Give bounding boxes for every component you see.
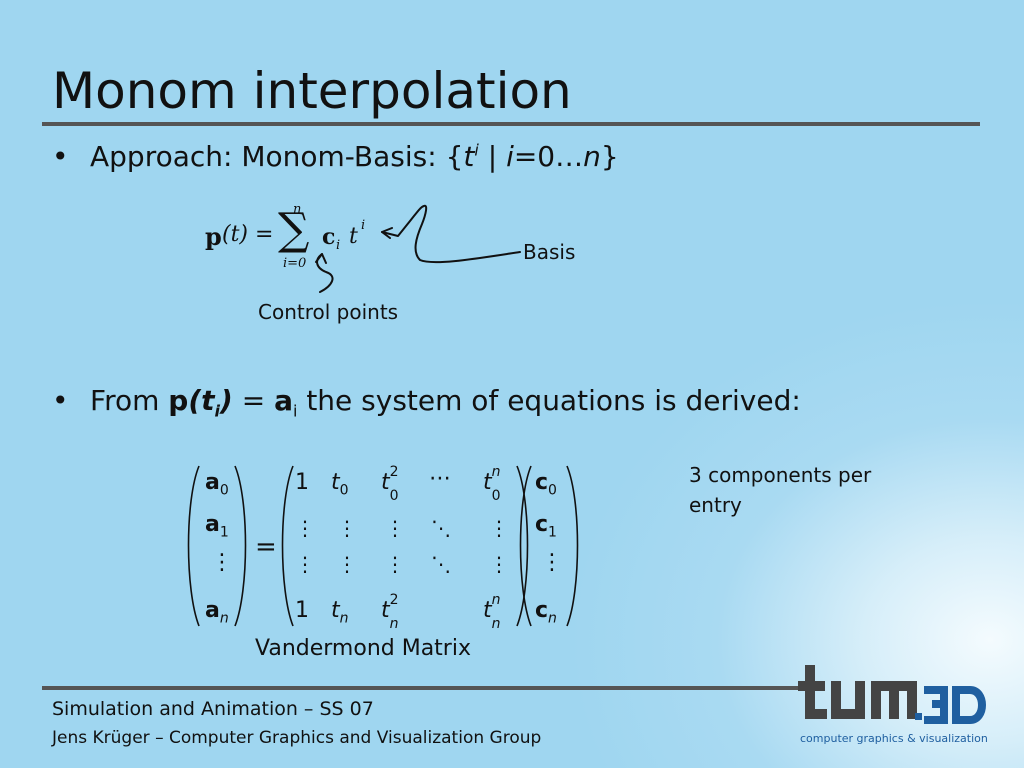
footer-course: Simulation and Animation – SS 07 [52,698,374,720]
slide-title: Monom interpolation [52,62,572,120]
control-points-arrowhead [315,253,327,264]
bullet-dot: • [52,384,69,417]
rhs-vdots: ⋮ [541,550,563,575]
tum-mark [798,665,917,719]
formula-c: c [322,224,336,250]
basis-label: Basis [523,240,576,264]
rhs-c0: c0 [535,470,557,499]
title-divider [42,122,980,126]
formula-c-sub: i [336,238,341,253]
m-vdots-col5: ⋮⋮ [489,516,509,576]
lhs-vdots: ⋮ [211,550,233,575]
formula-t-sup: i [361,218,366,233]
basis-formula: p (t) = n ∑ i=0 c i t i [205,198,405,278]
m-r1-hdots: ⋯ [429,466,451,491]
formula-sum-bottom: i=0 [283,256,307,271]
lhs-a1: a1 [205,512,229,541]
tum3d-logo [798,665,986,724]
m-vdots-col1: ⋮⋮ [295,516,315,576]
vandermond-label: Vandermond Matrix [255,636,471,661]
lhs-an: an [205,598,229,627]
basis-arrowhead [381,227,393,239]
m-r1-c2: t0 [331,470,349,499]
3d-mark [924,686,986,724]
rhs-c1: c1 [535,512,557,541]
formula-t: t [349,224,358,249]
control-points-label: Control points [258,300,399,324]
m-ddots: ⋱⋱ [431,516,451,576]
footer-author: Jens Krüger – Computer Graphics and Visu… [52,728,542,748]
rhs-cn: cn [535,598,557,627]
formula-p: p [205,222,222,251]
lhs-a0: a0 [205,470,229,499]
logo-text: computer graphics & visualization [800,732,988,745]
formula-sum-top: n [293,202,302,217]
matrix-equals: = [255,532,277,562]
bullet-approach: •Approach: Monom-Basis: {ti | i=0…n} [52,140,619,173]
m-vdots-col2: ⋮⋮ [337,516,357,576]
matrix-brackets [187,465,579,627]
bullet-system: •From p(ti) = ai the system of equations… [52,384,801,421]
sum-symbol: ∑ [278,204,310,255]
components-note: 3 components per entry [689,463,872,517]
basis-arrow [381,204,521,264]
m-rn-c2: tn [331,598,349,627]
formula-targ: (t) = [222,222,274,247]
m-rn-c1: 1 [295,598,309,623]
bullet-dot: • [52,140,69,173]
m-r1-c1: 1 [295,470,309,495]
m-vdots-col3: ⋮⋮ [385,516,405,576]
footer-divider [42,686,802,690]
